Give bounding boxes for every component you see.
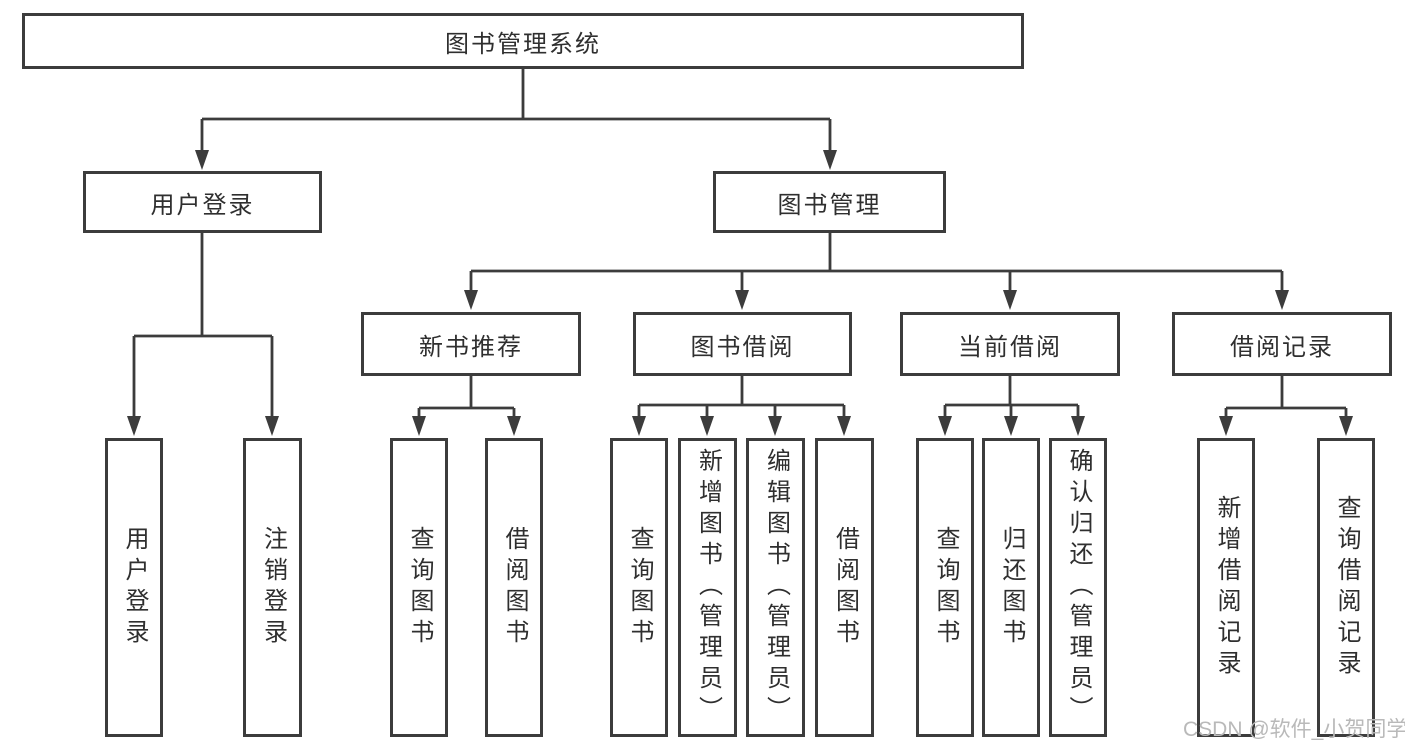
leaf-records-add: 新增借阅记录 xyxy=(1197,438,1255,737)
leaf-newbook-query-label: 查询图书 xyxy=(406,525,433,650)
leaf-borrow-add-label: 新增图书（管理员） xyxy=(694,448,722,727)
connector-login-to-leaves xyxy=(127,233,279,436)
node-root-label: 图书管理系统 xyxy=(445,30,601,58)
node-newbook: 新书推荐 xyxy=(361,312,581,376)
leaf-current-confirm-label: 确认归还（管理员） xyxy=(1065,448,1092,727)
node-current-label: 当前借阅 xyxy=(958,333,1062,361)
leaf-borrow-query-label: 查询图书 xyxy=(626,525,653,650)
leaf-borrow-lend: 借阅图书 xyxy=(815,438,874,737)
connector-borrow-to-leaves xyxy=(632,376,851,436)
node-borrow: 图书借阅 xyxy=(633,312,852,376)
leaf-borrow-edit-label: 编辑图书（管理员） xyxy=(762,448,790,727)
node-management: 图书管理 xyxy=(713,171,946,233)
leaf-newbook-borrow-label: 借阅图书 xyxy=(501,525,528,650)
connector-records-to-leaves xyxy=(1219,376,1353,436)
node-records-label: 借阅记录 xyxy=(1230,333,1334,361)
leaf-borrow-edit: 编辑图书（管理员） xyxy=(746,438,805,737)
leaf-login-logout: 注销登录 xyxy=(243,438,302,737)
leaf-borrow-query: 查询图书 xyxy=(610,438,668,737)
leaf-borrow-add: 新增图书（管理员） xyxy=(678,438,737,737)
node-records: 借阅记录 xyxy=(1172,312,1392,376)
leaf-login-logout-label: 注销登录 xyxy=(259,525,287,650)
leaf-current-return: 归还图书 xyxy=(982,438,1040,737)
leaf-login-user-label: 用户登录 xyxy=(121,525,148,650)
node-newbook-label: 新书推荐 xyxy=(419,333,523,361)
leaf-current-return-label: 归还图书 xyxy=(998,525,1025,650)
leaf-current-query-label: 查询图书 xyxy=(932,525,959,650)
leaf-borrow-lend-label: 借阅图书 xyxy=(831,525,859,650)
node-management-label: 图书管理 xyxy=(777,191,882,219)
leaf-records-query: 查询借阅记录 xyxy=(1317,438,1375,737)
leaf-newbook-query: 查询图书 xyxy=(390,438,448,737)
leaf-records-query-label: 查询借阅记录 xyxy=(1333,494,1360,681)
connector-management-to-level2 xyxy=(464,233,1289,310)
connector-current-to-leaves xyxy=(938,376,1085,436)
node-login: 用户登录 xyxy=(83,171,322,233)
leaf-current-query: 查询图书 xyxy=(916,438,974,737)
leaf-login-user: 用户登录 xyxy=(105,438,163,737)
node-current: 当前借阅 xyxy=(900,312,1120,376)
node-login-label: 用户登录 xyxy=(150,191,255,219)
node-borrow-label: 图书借阅 xyxy=(690,333,795,361)
leaf-records-add-label: 新增借阅记录 xyxy=(1213,494,1240,681)
leaf-newbook-borrow: 借阅图书 xyxy=(485,438,543,737)
node-root: 图书管理系统 xyxy=(22,13,1024,69)
connector-newbook-to-leaves xyxy=(412,376,521,436)
connector-root-to-level1 xyxy=(195,69,837,170)
leaf-current-confirm: 确认归还（管理员） xyxy=(1049,438,1107,737)
csdn-watermark: CSDN @软件_小贺同学 xyxy=(1183,718,1405,741)
